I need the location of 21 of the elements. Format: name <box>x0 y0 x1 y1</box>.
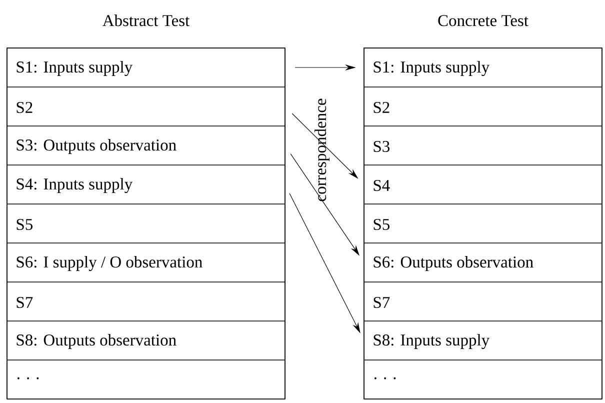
table-row: · · · <box>364 360 602 400</box>
table-row: S5 <box>6 204 286 244</box>
table-row: S2 <box>6 86 286 126</box>
table-heading: Abstract Test <box>102 14 190 26</box>
table-row: · · · <box>6 360 286 400</box>
table-row: S8: Outputs observation <box>6 320 286 360</box>
table-row: S1: Inputs supply <box>364 48 602 88</box>
table-row: S8: Inputs supply <box>364 320 602 360</box>
table-row: S6: I supply / O observation <box>6 242 286 282</box>
table-row: S4: Inputs supply <box>6 164 286 204</box>
table-row: S2 <box>364 86 602 126</box>
table-row: S3 <box>364 126 602 166</box>
table-heading: Concrete Test <box>438 15 528 26</box>
table-row: S4 <box>364 164 602 204</box>
table-row: S1: Inputs supply <box>6 48 286 88</box>
table-row: S3: Outputs observation <box>6 126 286 166</box>
rotated-label: correspondence <box>314 98 330 202</box>
table-row: S6: Outputs observation <box>364 242 602 282</box>
table-row: S7 <box>364 282 602 322</box>
table-row: S5 <box>364 204 602 244</box>
table-row: S7 <box>6 282 286 322</box>
